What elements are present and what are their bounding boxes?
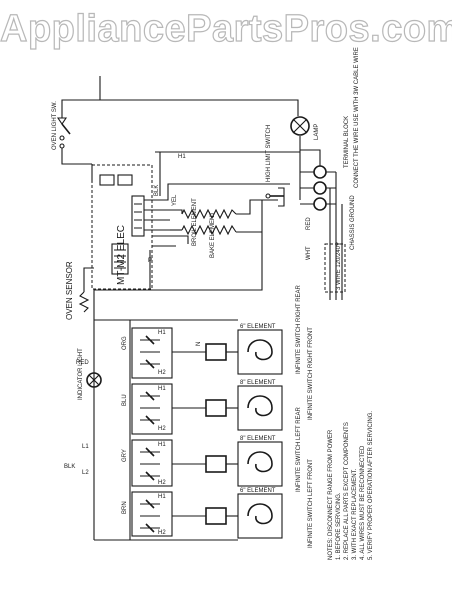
- indicator-light-label: INDICATOR LIGHT: [78, 348, 84, 400]
- surface-element-right-front: 8" ELEMENT: [205, 380, 283, 431]
- infinite-switch-left-rear: H1 H2 INFINITE SWITCH LEFT REAR: [131, 406, 302, 492]
- rr-h1: H1: [158, 330, 166, 336]
- note-line-4: 4. ALL WIRES MUST BE RECONNECTED: [360, 445, 366, 560]
- terminal-block: TERMINAL BLOCK CONNECT THE WIRE USE WITH…: [300, 47, 360, 300]
- note-line-2: 2. REPLACE ALL PARTS EXCEPT COMPONENTS: [344, 422, 350, 560]
- lamp-label: LAMP: [314, 124, 320, 140]
- broil-element-label: BROIL ELEMENT: [192, 198, 198, 246]
- top-frame: [61, 76, 301, 200]
- tag-blu: BLU: [122, 394, 128, 406]
- indicator-light: INDICATOR LIGHT RED: [76, 348, 102, 400]
- clock-control-label: MT-M2 ELEC: [116, 225, 127, 285]
- note-line-5: 5. VERIFY PROPER OPERATION AFTER SERVICI…: [368, 411, 374, 560]
- rr-h2: H2: [158, 370, 166, 376]
- oven-light-switch: OVEN LIGHT SW.: [52, 101, 71, 150]
- wire-label-blk-1: BLK: [154, 185, 160, 196]
- power-supply-label: 3 WIRE 120/240V: [336, 242, 342, 290]
- wire-note-label: CONNECT THE WIRE USE WITH 3W CABLE WIRE: [354, 47, 360, 188]
- wire-label-red: RED: [306, 217, 312, 230]
- control-wiring: P H1 BLK YEL: [93, 152, 290, 320]
- broil-element: BROIL ELEMENT: [181, 198, 237, 246]
- rf-h1: H1: [158, 386, 166, 392]
- bake-element: BAKE ELEMENT: [181, 212, 237, 258]
- bus-label-l2: L2: [82, 470, 89, 476]
- tag-n: N: [196, 342, 202, 346]
- oven-lamp: LAMP: [290, 116, 320, 140]
- note-line-0: NOTES: DISCONNECT RANGE FROM POWER: [328, 429, 334, 560]
- oven-sensor: OVEN SENSOR: [65, 261, 94, 320]
- wire-label-red-2: RED: [76, 360, 89, 366]
- high-limit-switch: HIGH LIMIT SWITCH: [265, 125, 285, 207]
- oven-sensor-label: OVEN SENSOR: [65, 261, 74, 320]
- bus-label-l1: L1: [82, 444, 89, 450]
- wire-label-yel: YEL: [172, 194, 178, 206]
- lf-h2: H2: [158, 530, 166, 536]
- lr-h1: H1: [158, 442, 166, 448]
- tag-org: ORG: [122, 336, 128, 350]
- wire-color-tags: ORG BLU GRY BRN N: [122, 336, 202, 514]
- sw-rr-label: INFINITE SWITCH RIGHT REAR: [296, 284, 302, 374]
- notes-block: NOTES: DISCONNECT RANGE FROM POWER 1. BE…: [328, 411, 374, 560]
- watermark-logo: AppliancePartsPros.com: [0, 7, 452, 50]
- el-rr-label: 6" ELEMENT: [240, 324, 276, 330]
- lower-bus: [93, 319, 238, 541]
- el-lf-label: 6" ELEMENT: [240, 488, 276, 494]
- el-lr-label: 8" ELEMENT: [240, 436, 276, 442]
- lr-h2: H2: [158, 480, 166, 486]
- surface-element-left-front: 6" ELEMENT: [205, 488, 283, 539]
- ground-label: CHASSIS GROUND: [350, 195, 356, 250]
- sw-lf-label: INFINITE SWITCH LEFT FRONT: [308, 459, 314, 548]
- lf-h1: H1: [158, 494, 166, 500]
- note-line-1: 1. BEFORE SERVICING.: [336, 492, 342, 560]
- surface-element-left-rear: 8" ELEMENT: [205, 436, 283, 487]
- infinite-switch-right-rear: H1 H2 INFINITE SWITCH RIGHT REAR: [131, 284, 302, 379]
- wire-label-blk-2: BLK: [64, 464, 75, 470]
- bus-labels: L1 L2 BLK: [64, 444, 89, 476]
- bake-element-label: BAKE ELEMENT: [210, 212, 216, 258]
- terminal-block-label: TERMINAL BLOCK: [344, 116, 350, 168]
- electronic-clock-control: MT-M2 ELEC: [91, 164, 153, 290]
- wire-label-h1: H1: [178, 154, 186, 160]
- tag-brn: BRN: [122, 501, 128, 514]
- tag-gry: GRY: [122, 449, 128, 462]
- surface-element-right-rear: 6" ELEMENT: [205, 324, 283, 375]
- oven-light-switch-label: OVEN LIGHT SW.: [52, 101, 58, 150]
- sw-lr-label: INFINITE SWITCH LEFT REAR: [296, 406, 302, 492]
- wire-label-p: P: [148, 258, 152, 264]
- high-limit-switch-label: HIGH LIMIT SWITCH: [266, 125, 272, 182]
- wire-label-wht: WHT: [306, 246, 312, 260]
- el-rf-label: 8" ELEMENT: [240, 380, 276, 386]
- rf-h2: H2: [158, 426, 166, 432]
- sw-rf-label: INFINITE SWITCH RIGHT FRONT: [308, 327, 314, 420]
- infinite-switch-right-front: H1 H2 INFINITE SWITCH RIGHT FRONT: [131, 327, 314, 435]
- infinite-switch-left-front: H1 H2 INFINITE SWITCH LEFT FRONT: [131, 459, 314, 548]
- note-line-3: 3. WITH EXACT REPLACEMENT.: [352, 468, 358, 560]
